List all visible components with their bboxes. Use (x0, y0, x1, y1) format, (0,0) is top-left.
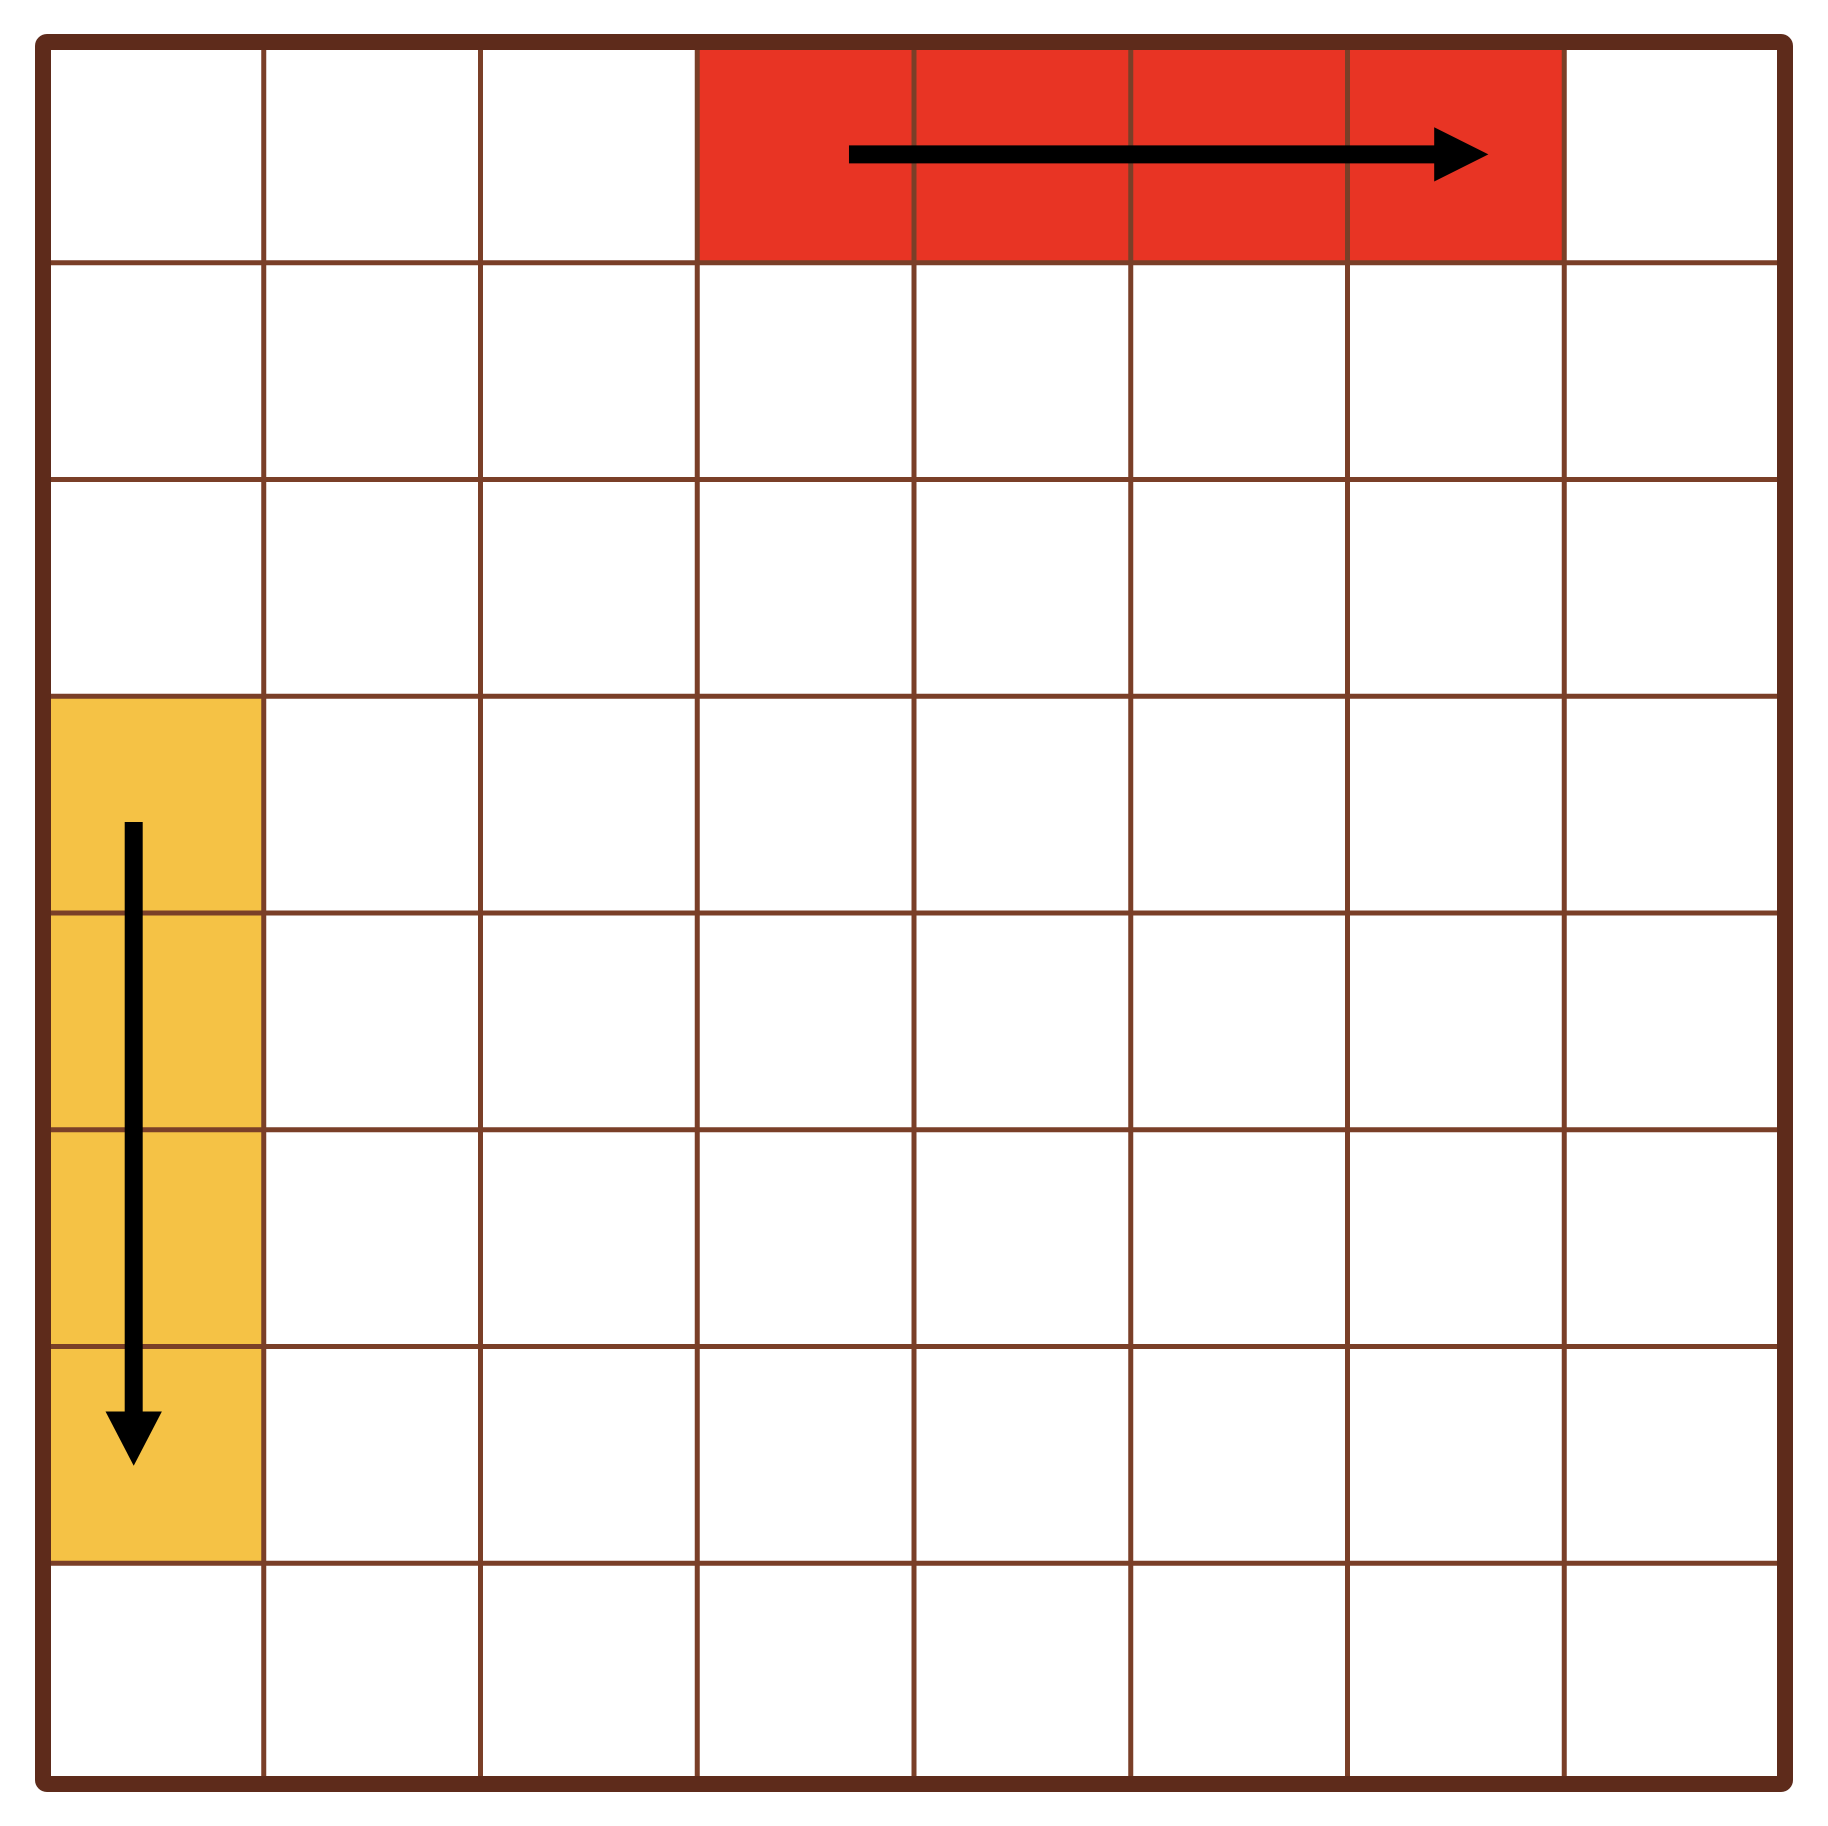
grid-cell[interactable] (1564, 479, 1781, 697)
board-frame (35, 34, 1793, 1792)
grid-cell[interactable] (914, 913, 1131, 1130)
grid-cell[interactable] (914, 1563, 1131, 1780)
grid-cell[interactable] (1564, 1563, 1781, 1780)
grid-cell[interactable] (263, 913, 481, 1130)
grid-cell[interactable] (1564, 1129, 1781, 1347)
grid-cell[interactable] (1347, 1346, 1565, 1564)
grid-cell[interactable] (480, 1346, 698, 1564)
grid-cell[interactable] (480, 1563, 698, 1780)
grid-cell[interactable] (263, 696, 481, 913)
grid-cell[interactable] (47, 262, 264, 480)
grid-cell[interactable] (47, 479, 264, 697)
grid-cell[interactable] (1564, 46, 1781, 263)
grid-cell[interactable] (1564, 696, 1781, 913)
grid-cell[interactable] (1130, 1346, 1348, 1564)
arrow-right-icon (1434, 127, 1489, 182)
grid-cell[interactable] (47, 1563, 264, 1780)
grid-cell[interactable] (1130, 696, 1348, 913)
grid-cell[interactable] (1564, 262, 1781, 480)
grid-cell[interactable] (914, 479, 1131, 697)
grid-cell[interactable] (263, 1346, 481, 1564)
grid-cell[interactable] (1130, 1563, 1348, 1780)
arrow-down-icon (105, 1411, 162, 1466)
grid-cell[interactable] (1347, 479, 1565, 697)
grid-cell[interactable] (1130, 262, 1348, 480)
grid-cell[interactable] (1130, 479, 1348, 697)
grid-cell[interactable] (1347, 913, 1565, 1130)
grid-cell[interactable] (697, 1129, 914, 1347)
grid-cell[interactable] (480, 913, 698, 1130)
grid-cell[interactable] (1347, 1129, 1565, 1347)
grid-cell[interactable] (263, 1129, 481, 1347)
grid-cell[interactable] (1347, 262, 1565, 480)
grid-cell[interactable] (914, 262, 1131, 480)
grid-cell[interactable] (697, 913, 914, 1130)
grid-cell[interactable] (914, 1346, 1131, 1564)
grid-cell[interactable] (1564, 913, 1781, 1130)
grid-cell[interactable] (914, 1129, 1131, 1347)
grid-cell[interactable] (697, 1563, 914, 1780)
grid-cell[interactable] (480, 1129, 698, 1347)
grid-cell[interactable] (1347, 696, 1565, 913)
grid-cell[interactable] (697, 696, 914, 913)
grid-cell[interactable] (1564, 1346, 1781, 1564)
grid-cell[interactable] (697, 1346, 914, 1564)
grid-cell[interactable] (697, 262, 914, 480)
grid-cell[interactable] (480, 262, 698, 480)
grid-cell[interactable] (263, 46, 481, 263)
grid-cell[interactable] (480, 479, 698, 697)
grid-cell[interactable] (914, 696, 1131, 913)
grid-cell[interactable] (1347, 1563, 1565, 1780)
grid-cell[interactable] (263, 479, 481, 697)
grid-cell[interactable] (1130, 913, 1348, 1130)
grid-cell[interactable] (480, 696, 698, 913)
grid-cell[interactable] (263, 262, 481, 480)
grid-cell[interactable] (263, 1563, 481, 1780)
grid-cell[interactable] (1130, 1129, 1348, 1347)
grid-cell[interactable] (697, 479, 914, 697)
grid-cell[interactable] (480, 46, 698, 263)
grid-cell[interactable] (47, 46, 264, 263)
